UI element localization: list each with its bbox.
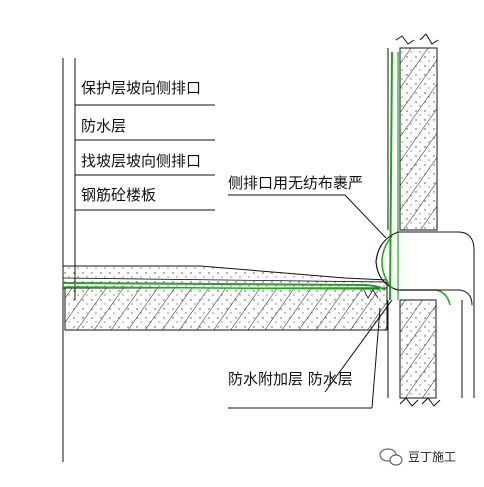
label-leader-lines	[62, 58, 215, 462]
wechat-icon	[379, 448, 403, 466]
annotation-leaders	[228, 194, 393, 409]
label-side-drain: 侧排口用无纺布裹严	[228, 174, 363, 192]
label-screed-slope: 找坡层坡向侧排口	[81, 152, 201, 170]
label-protective-layer: 保护层坡向侧排口	[81, 79, 201, 97]
label-bottom-layers: 防水附加层 防水层	[228, 370, 353, 388]
waterproof-membrane	[62, 51, 451, 306]
concrete-floor-slab	[64, 287, 388, 331]
upper-wall	[387, 33, 439, 231]
label-rc-slab: 钢筋砼楼板	[81, 186, 156, 204]
screed-slope-layer	[62, 265, 388, 289]
watermark: 豆丁施工	[379, 448, 456, 466]
watermark-text: 豆丁施工	[408, 450, 456, 464]
lower-wall	[387, 299, 441, 407]
label-waterproof-layer: 防水层	[81, 117, 126, 135]
side-drain-outlet	[363, 231, 475, 398]
